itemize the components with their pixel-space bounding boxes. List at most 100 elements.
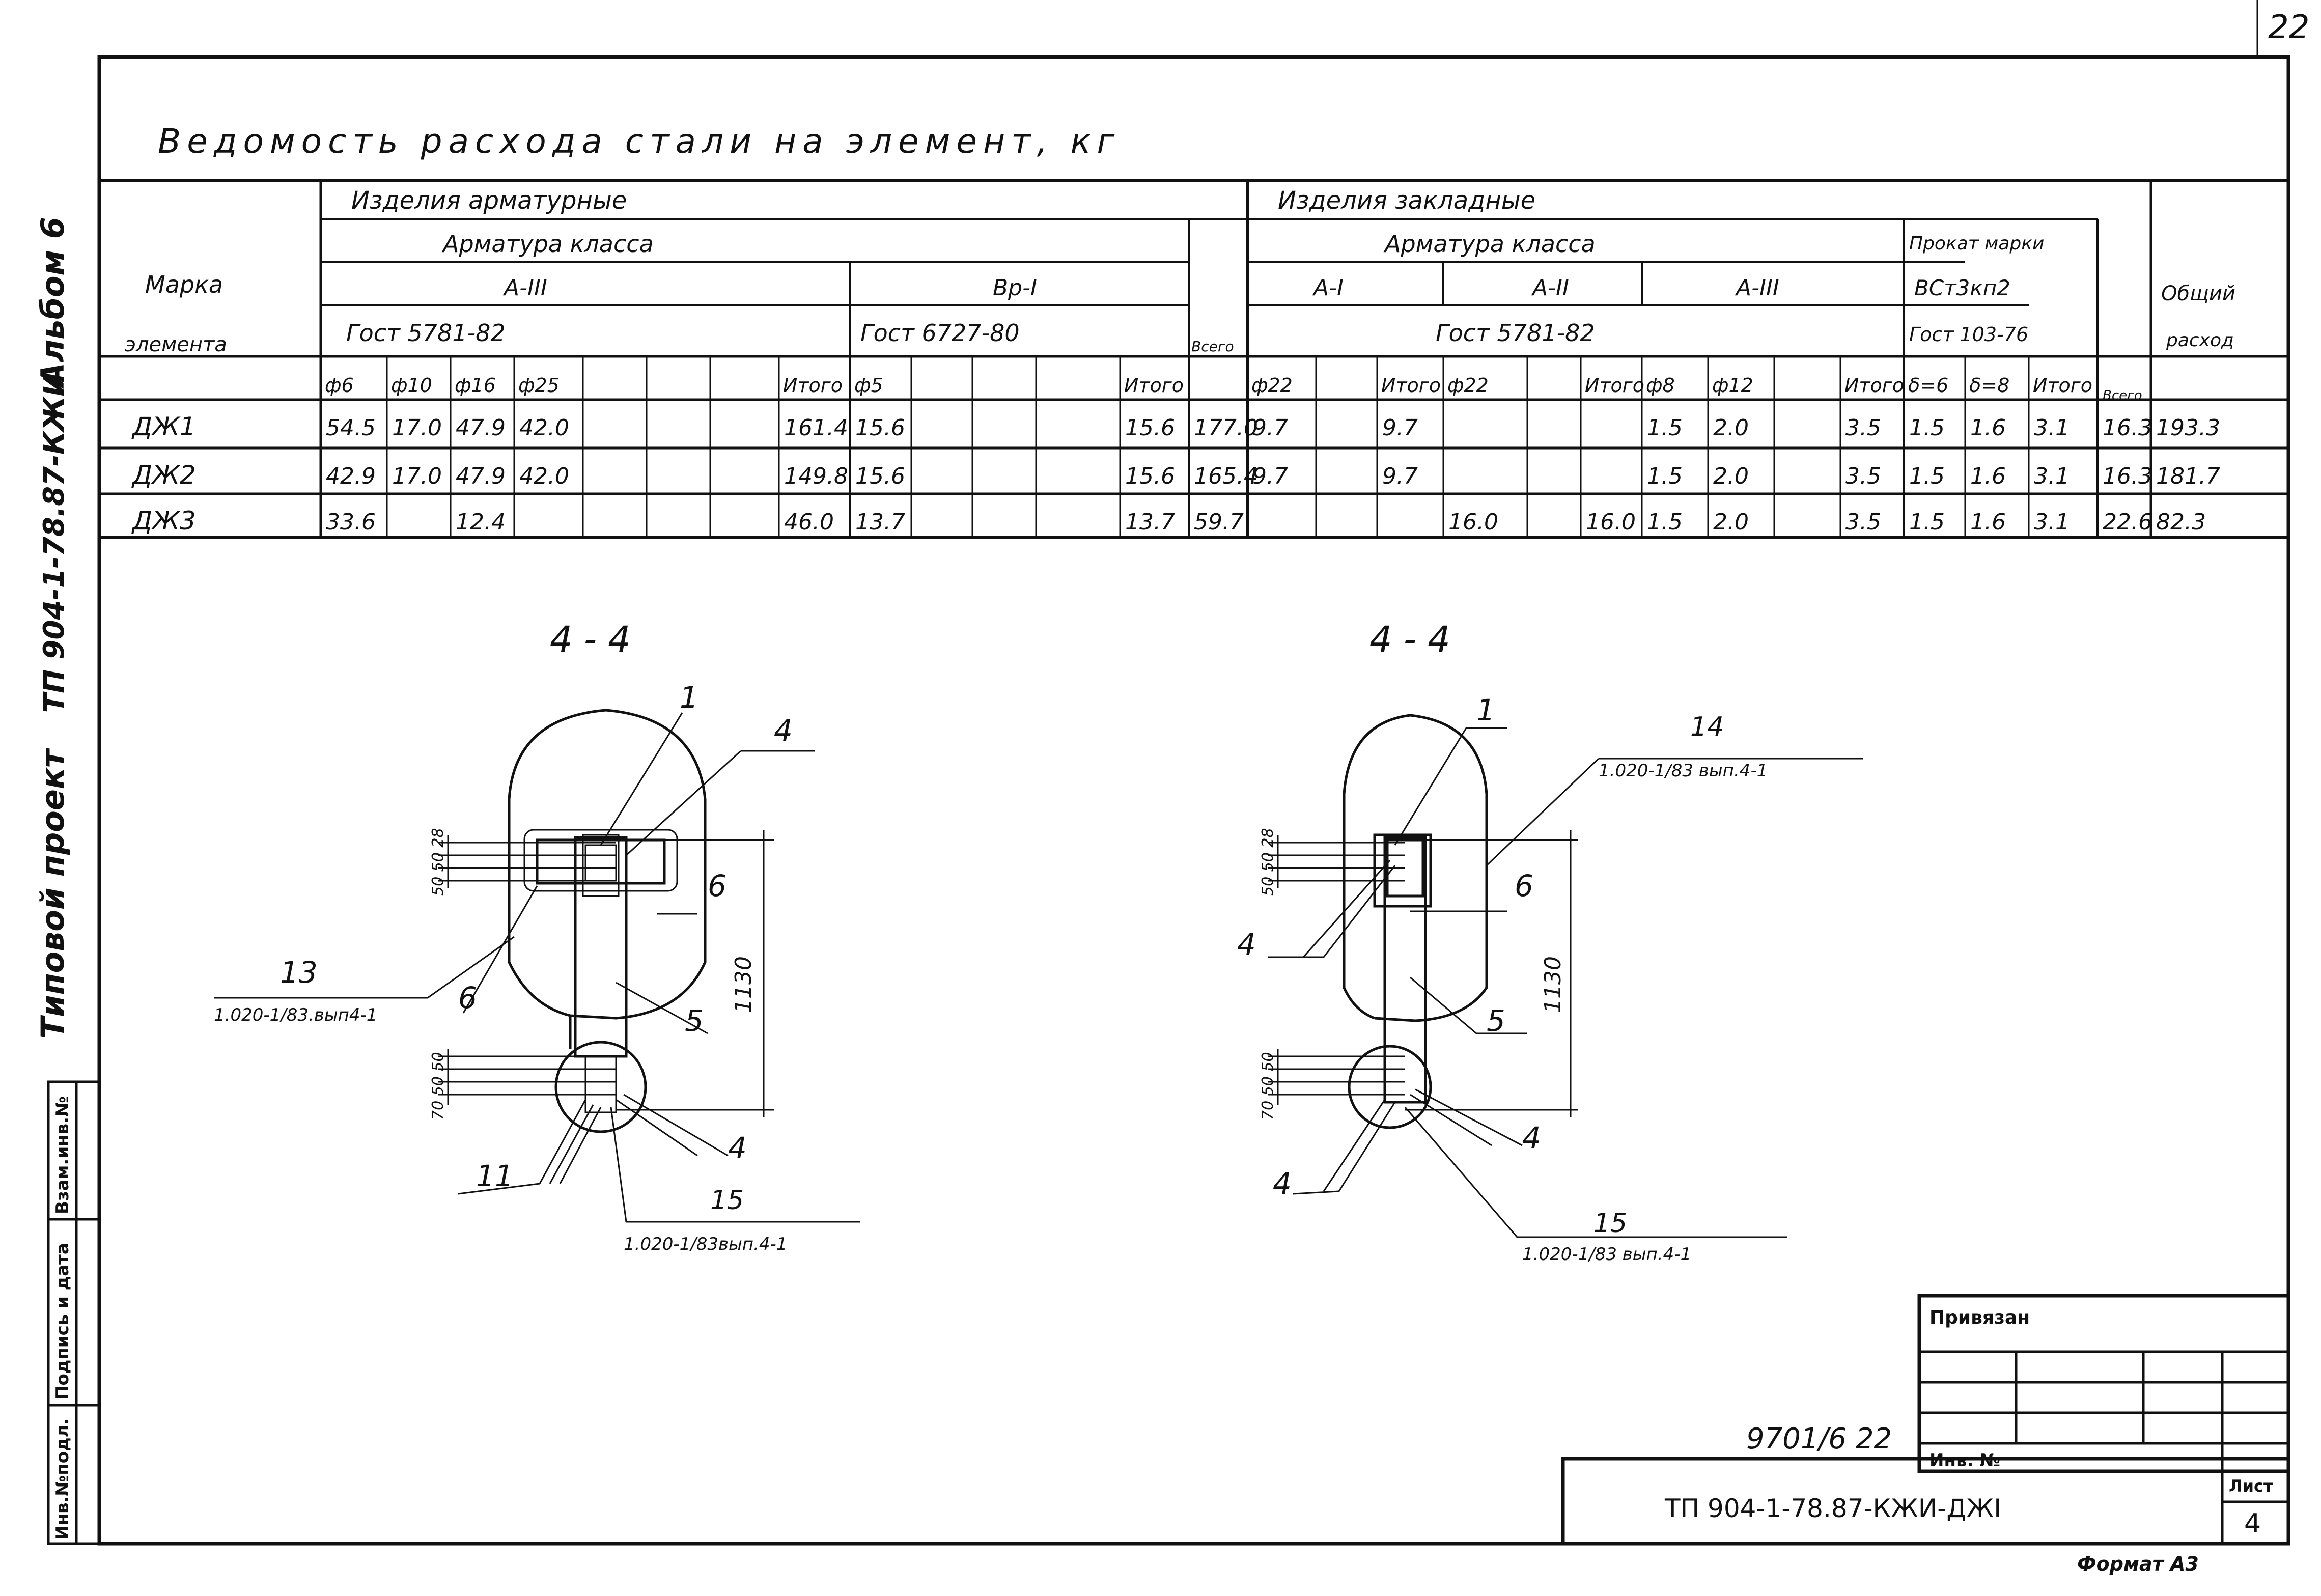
sheet-frame: 22 bbox=[47, 0, 2309, 1546]
section-right: 4 - 4 1130 50 50 28 70 50 50 bbox=[1237, 619, 1863, 1265]
callout-4a-right: 4 bbox=[1237, 927, 1256, 962]
table-cell: 59.7 bbox=[1194, 509, 1244, 535]
table-col-header: Итого bbox=[1381, 374, 1441, 397]
side-title-type: Типовой проект bbox=[34, 748, 71, 1039]
table-col-header: ф25 bbox=[518, 374, 560, 397]
table-cell: 16.0 bbox=[1586, 509, 1636, 535]
table-cell: 1.5 bbox=[1647, 415, 1683, 441]
section-right-label: 4 - 4 bbox=[1369, 619, 1450, 660]
table-cell: 46.0 bbox=[784, 509, 834, 535]
table-col-header: Итого bbox=[783, 374, 843, 397]
table-cell: 42.0 bbox=[519, 415, 569, 441]
title-block-code: ТП 904-1-78.87-КЖИ-ДЖI bbox=[1664, 1494, 2001, 1523]
table-header-marka: Марка bbox=[145, 271, 223, 298]
table-cell: 2.0 bbox=[1713, 463, 1749, 489]
table-header-grade: ВСт3кп2 bbox=[1914, 275, 2010, 300]
table-header-vsego-2: Всего bbox=[2103, 388, 2142, 403]
table-cell: 42.9 bbox=[326, 463, 376, 489]
table-cell: 1.6 bbox=[1970, 509, 2006, 535]
callout-4c-right: 4 bbox=[1273, 1166, 1292, 1201]
dims-top-left: 50 50 28 bbox=[429, 828, 447, 896]
table-cell: 9.7 bbox=[1252, 463, 1288, 489]
table-row-mark: ДЖ3 bbox=[131, 506, 196, 536]
table-header-element: элемента bbox=[125, 333, 227, 356]
stamp-cell-podpis: Подпись и дата bbox=[52, 1243, 73, 1400]
table-header-class-a3: А-III bbox=[502, 275, 547, 301]
table-cell: 15.6 bbox=[1125, 463, 1175, 489]
table-cell: 17.0 bbox=[392, 415, 442, 441]
table-header-gost-103: Гост 103-76 bbox=[1909, 323, 2028, 346]
title-block-sheet-label: Лист bbox=[2229, 1476, 2273, 1496]
table-cell: 181.7 bbox=[2156, 463, 2220, 489]
table-header-vsego: Всего bbox=[1191, 338, 1234, 355]
callout-14-right: 14 bbox=[1690, 712, 1724, 742]
ref-15-left: 1.020-1/83вып.4-1 bbox=[624, 1234, 787, 1254]
table-header-gost-5781: Гост 5781-82 bbox=[346, 319, 506, 347]
table-cell: 1.5 bbox=[1647, 463, 1683, 489]
table-cell: 1.5 bbox=[1909, 415, 1945, 441]
table-cell: 33.6 bbox=[326, 509, 376, 535]
table-col-header: ф16 bbox=[455, 374, 496, 397]
callout-6-right: 6 bbox=[1515, 869, 1533, 903]
dim-1130-right: 1130 bbox=[1540, 956, 1566, 1013]
callout-1-left: 1 bbox=[680, 680, 698, 715]
table-cell: 3.5 bbox=[1845, 463, 1881, 489]
table-col-header: ф5 bbox=[854, 374, 883, 397]
title-block-inv-label: Инв. № bbox=[1929, 1450, 2000, 1471]
table-col-header: Итого bbox=[2033, 374, 2092, 397]
table-header-armatura: Арматура класса bbox=[441, 230, 654, 258]
table-cell: 17.0 bbox=[392, 463, 442, 489]
table-cell: 9.7 bbox=[1382, 415, 1418, 441]
table-cell: 82.3 bbox=[2156, 509, 2206, 535]
table-cell: 54.5 bbox=[326, 415, 376, 441]
callout-6b-left: 6 bbox=[458, 981, 477, 1015]
table-cell: 16.3 bbox=[2103, 415, 2152, 441]
table-cell: 15.6 bbox=[855, 415, 905, 441]
side-title-code: ТП 904-1-78.87-КЖИ bbox=[38, 373, 71, 713]
table-cell: 3.1 bbox=[2034, 463, 2070, 489]
table-cell: 2.0 bbox=[1713, 415, 1749, 441]
callout-4b-left: 4 bbox=[728, 1131, 747, 1165]
table-cell: 13.7 bbox=[1125, 509, 1175, 535]
table-cell: 16.3 bbox=[2103, 463, 2152, 489]
table-cell: 177.0 bbox=[1194, 415, 1258, 441]
page-number: 22 bbox=[2268, 9, 2309, 46]
title-block bbox=[1561, 1294, 2290, 1546]
title-block-privyazan: Привязан bbox=[1929, 1307, 2030, 1328]
table-col-header: Итого bbox=[1585, 374, 1644, 397]
table-col-header: δ=8 bbox=[1969, 374, 2009, 397]
callout-13-left: 13 bbox=[280, 955, 318, 990]
table-cell: 1.6 bbox=[1970, 415, 2006, 441]
table-cell: 3.5 bbox=[1845, 415, 1881, 441]
table-col-header: ф10 bbox=[391, 374, 432, 397]
table-col-header: Итого bbox=[1124, 374, 1184, 397]
table-header-class-bp1: Вр-I bbox=[993, 275, 1037, 301]
table-cell: 161.4 bbox=[784, 415, 848, 441]
table-header-gost-5781-right: Гост 5781-82 bbox=[1436, 319, 1595, 347]
table-cell: 149.8 bbox=[784, 463, 848, 489]
table-cell: 3.1 bbox=[2034, 415, 2070, 441]
table-col-header: ф22 bbox=[1251, 374, 1293, 397]
table-cell: 165.4 bbox=[1194, 463, 1258, 489]
callout-4-left: 4 bbox=[774, 713, 793, 748]
dim-1130-left: 1130 bbox=[731, 956, 757, 1013]
title-block-format: Формат А3 bbox=[2077, 1553, 2199, 1575]
callout-4b-right: 4 bbox=[1522, 1121, 1541, 1155]
side-title-album: Альбом 6 bbox=[34, 217, 71, 389]
table-header-armatura-right: Арматура класса bbox=[1383, 230, 1596, 258]
callout-15-right: 15 bbox=[1593, 1208, 1627, 1239]
table-cell: 1.5 bbox=[1647, 509, 1683, 535]
stamp-cell-vzam: Взам.инв.№ bbox=[52, 1096, 73, 1214]
table-cell: 47.9 bbox=[456, 463, 506, 489]
table-header-gost-6727: Гост 6727-80 bbox=[860, 319, 1020, 347]
table-cell: 22.6 bbox=[2103, 509, 2152, 535]
table-header-group-right: Изделия закладные bbox=[1278, 186, 1535, 215]
table-row-mark: ДЖ2 bbox=[131, 460, 196, 490]
section-left-label: 4 - 4 bbox=[550, 619, 631, 660]
table-cell: 42.0 bbox=[519, 463, 569, 489]
table-cell: 2.0 bbox=[1713, 509, 1749, 535]
table-header-prokat: Прокат марки bbox=[1909, 233, 2044, 254]
table-cell: 15.6 bbox=[1125, 415, 1175, 441]
